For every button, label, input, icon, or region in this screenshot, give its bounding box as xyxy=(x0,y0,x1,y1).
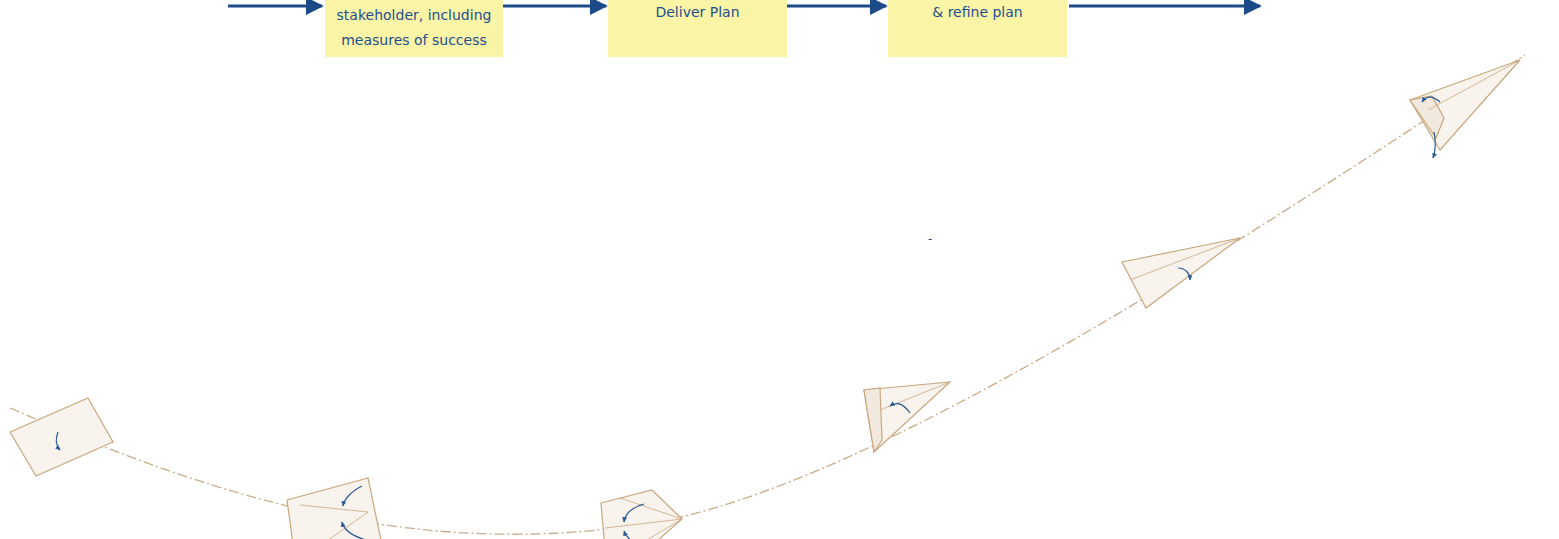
box-text: & refine plan xyxy=(932,0,1022,25)
flight-path xyxy=(10,55,1525,534)
process-box: & refine plan xyxy=(888,0,1067,57)
box-text: Deliver Plan xyxy=(655,0,739,25)
process-box: Deliver Plan xyxy=(608,0,787,57)
box-text: stakeholder, including measures of succe… xyxy=(335,3,493,53)
process-box: stakeholder, including measures of succe… xyxy=(325,0,503,57)
note-label: - xyxy=(928,232,932,246)
flow-arrow xyxy=(1069,5,1260,8)
flow-arrow xyxy=(787,5,886,8)
flow-arrow xyxy=(503,5,606,8)
flow-arrow xyxy=(228,5,322,8)
paper-stages xyxy=(10,60,1520,539)
